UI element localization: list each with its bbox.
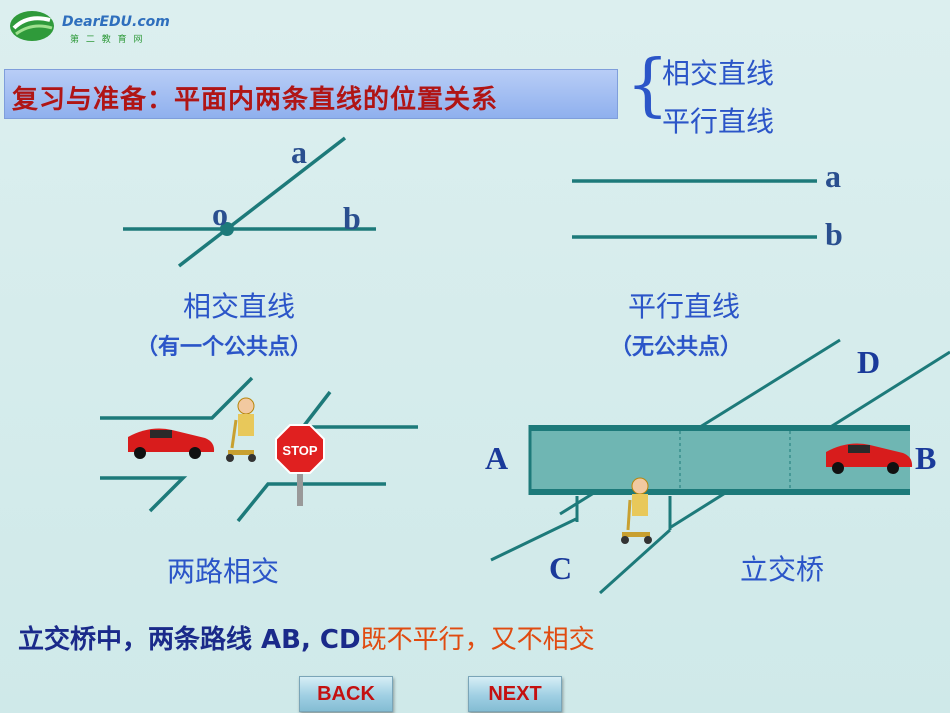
bridge-edge-top — [530, 425, 910, 431]
red-car-icon-2 — [826, 443, 913, 474]
line-a — [177, 136, 347, 268]
title-banner — [4, 69, 618, 119]
back-button[interactable]: BACK — [299, 676, 393, 712]
stop-sign-icon: STOP — [275, 424, 325, 506]
parallel-label-b: b — [825, 216, 843, 252]
label-C: C — [549, 550, 573, 586]
relation-parallel: 平行直线 — [662, 105, 775, 138]
svg-text:STOP: STOP — [282, 443, 317, 458]
label-o: o — [212, 196, 228, 232]
logo-text: DearEDU.com — [62, 14, 170, 30]
logo-subtext: 第 二 教 育 网 — [70, 35, 145, 45]
scooter-kid-icon-2 — [621, 477, 652, 544]
conclusion-text: 立交桥中，两条路线 AB, CD既不平行，又不相交 — [18, 619, 595, 656]
parallel-label-a: a — [825, 158, 841, 194]
conclusion-part1: 立交桥中，两条路线 AB, CD — [18, 625, 361, 655]
sub-parallel: （无公共点） — [610, 335, 743, 360]
label-a: a — [291, 134, 307, 170]
sub-intersecting: （有一个公共点） — [136, 335, 313, 360]
intersection-point — [220, 222, 234, 236]
bridge-edge-bottom — [530, 489, 910, 495]
label-b: b — [343, 200, 361, 236]
brace-icon: { — [626, 46, 670, 125]
caption-overpass: 立交桥 — [740, 553, 825, 586]
next-button[interactable]: NEXT — [468, 676, 562, 712]
caption-crossroads: 两路相交 — [167, 555, 280, 588]
page-title: 复习与准备：平面内两条直线的位置关系 — [12, 85, 499, 115]
site-logo: DearEDU.com 第 二 教 育 网 — [8, 6, 170, 50]
crossroads-roads — [100, 376, 418, 523]
label-D: D — [857, 344, 881, 380]
red-car-icon-1 — [128, 428, 215, 459]
conclusion-part2: 既不平行，又不相交 — [360, 625, 595, 655]
relation-intersecting: 相交直线 — [662, 57, 775, 90]
caption-intersecting: 相交直线 — [183, 290, 296, 323]
label-B: B — [915, 440, 937, 476]
label-A: A — [485, 440, 509, 476]
caption-parallel: 平行直线 — [628, 290, 741, 323]
scooter-kid-icon-1 — [226, 397, 256, 462]
